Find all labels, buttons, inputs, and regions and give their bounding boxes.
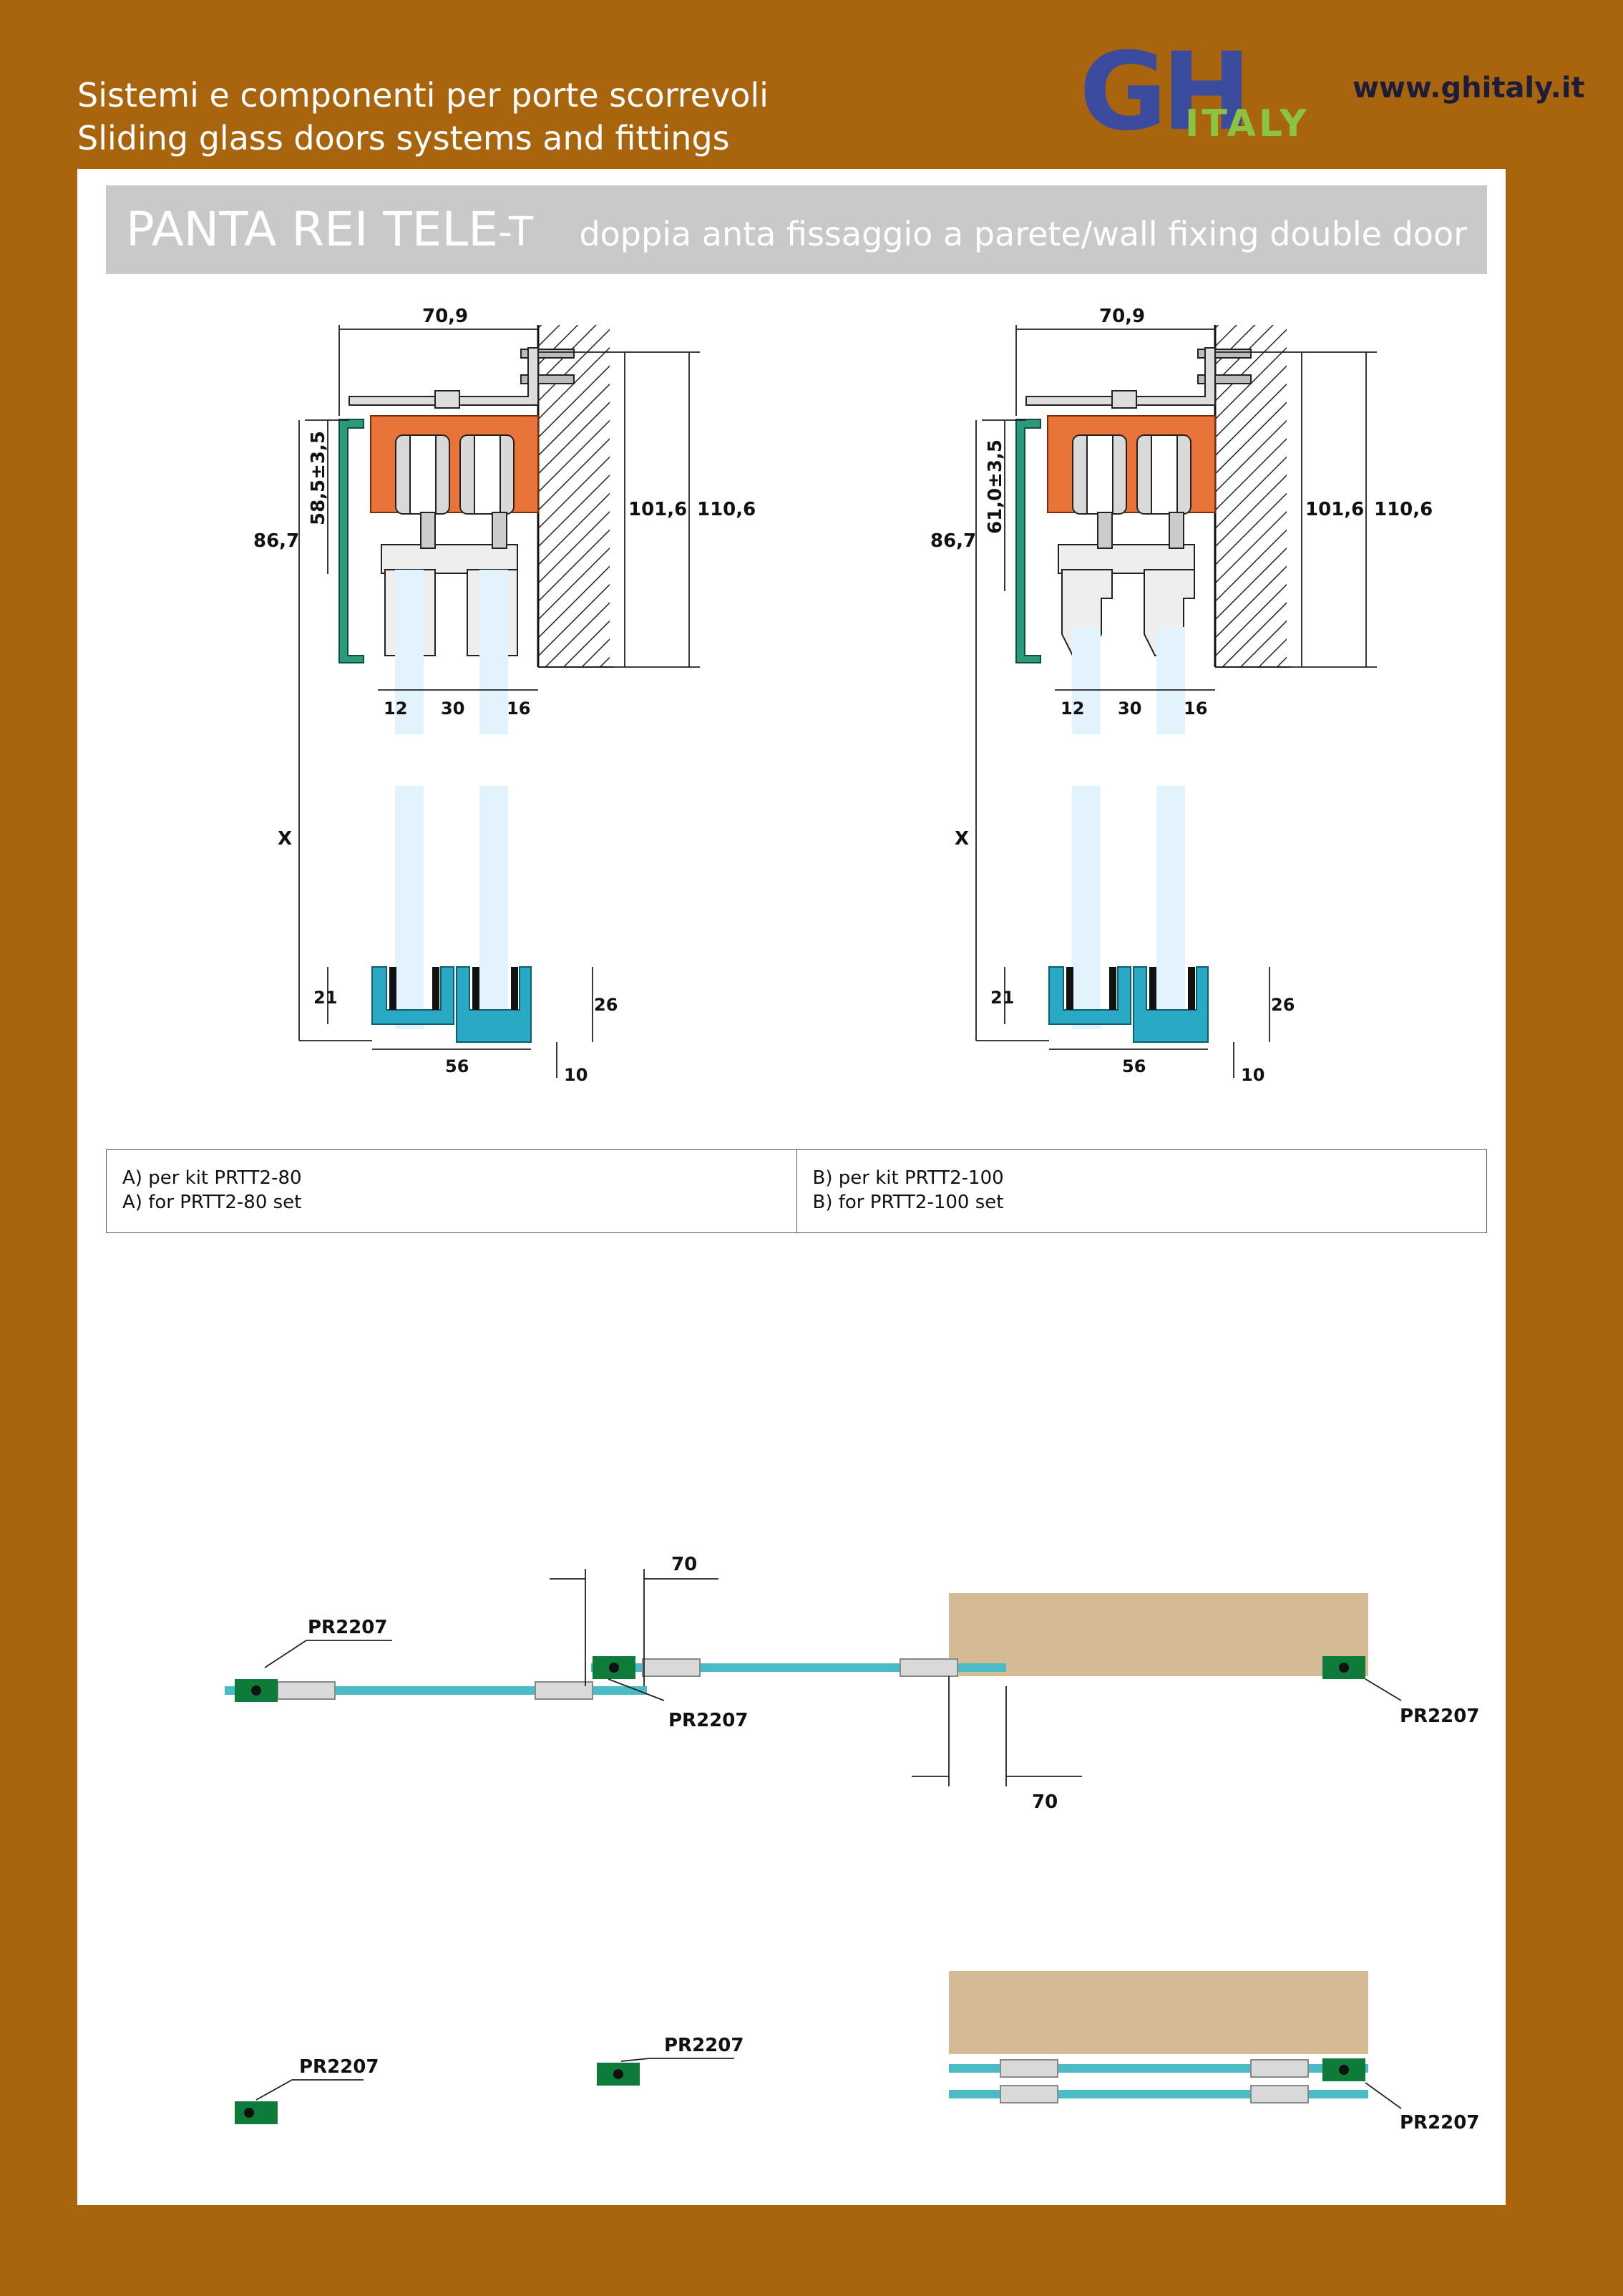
kit-a-english: A) for PRTT2-80 set: [122, 1192, 302, 1213]
product-name: PANTA REI TELE: [126, 202, 498, 257]
datasheet: PANTA REI TELE-T doppia anta fissaggio a…: [77, 169, 1506, 2205]
section-b-drawing: 70,9 61,0±3,5 86,7 101,6 110,6 12 30 16 …: [930, 306, 1433, 1085]
kit-table: A) per kit PRTT2-80 A) for PRTT2-80 set …: [106, 1149, 1487, 1233]
wall-bracket: [349, 347, 539, 406]
kit-b-italian: B) per kit PRTT2-100: [812, 1167, 1004, 1189]
kit-b-cell: B) per kit PRTT2-100 B) for PRTT2-100 se…: [796, 1150, 1487, 1232]
plan-view-drawing: PR2207 PR2207 PR2207 70 70 PR2207 PR2207…: [225, 1554, 1479, 2134]
dim-width-top: 70,9: [1099, 306, 1145, 327]
dim-h2: 110,6: [697, 499, 756, 520]
wall-block: [949, 1593, 1368, 1676]
part-label: PR2207: [1400, 1706, 1479, 1727]
part-label: PR2207: [308, 1617, 387, 1638]
glass-panel: [1072, 627, 1101, 734]
dim-floor-2: 26: [594, 995, 618, 1015]
section-a-drawing: 70,9 58,5±3,5 86,7 101,6 110,6 12 30 16 …: [253, 306, 756, 1085]
dim-height-inner: 61,0±3,5: [985, 439, 1006, 534]
website-url[interactable]: www.ghitaly.it: [1352, 72, 1585, 104]
dim-height-side: 86,7: [253, 530, 299, 552]
floor-guide: [371, 966, 532, 1043]
dim-floor-depth: 10: [564, 1065, 588, 1085]
glass-panel: [395, 570, 424, 734]
dim-x: X: [955, 828, 969, 850]
dim-x: X: [278, 828, 292, 850]
kit-a-italian: A) per kit PRTT2-80: [122, 1167, 302, 1189]
wall-bracket: [1025, 347, 1216, 406]
dim-height-side: 86,7: [930, 530, 976, 552]
dim-gap-2: 30: [441, 699, 464, 719]
dim-offset-1: 70: [671, 1554, 697, 1575]
product-suffix: -T: [497, 209, 534, 256]
glass-panel: [1072, 786, 1101, 1029]
dim-offset-2: 70: [1032, 1791, 1058, 1813]
glass-panel: [479, 786, 508, 1029]
logo-word: ITALY: [1185, 102, 1310, 140]
dim-floor-width: 56: [1122, 1056, 1146, 1076]
tagline-english: Sliding glass doors systems and fittings: [77, 119, 730, 157]
dim-width-top: 70,9: [422, 306, 468, 327]
dim-h1: 101,6: [628, 499, 687, 520]
dim-gap-1: 12: [384, 699, 407, 719]
dim-h2: 110,6: [1374, 499, 1433, 520]
dim-floor-2: 26: [1271, 995, 1295, 1015]
stopper-block: [235, 1656, 1365, 1702]
part-label: PR2207: [664, 2035, 744, 2056]
gh-italy-logo: GH ITALY: [1079, 43, 1310, 140]
dim-gap-3: 16: [1184, 699, 1207, 719]
dim-gap-3: 16: [507, 699, 530, 719]
glass-panel: [479, 570, 508, 734]
roller-carriage: [1000, 2059, 1309, 2103]
dim-height-inner: 58,5±3,5: [308, 431, 329, 525]
glass-panel: [395, 786, 424, 1029]
dim-gap-2: 30: [1118, 699, 1141, 719]
roller-carriage: [277, 1658, 958, 1700]
glass-panel: [1156, 786, 1185, 1029]
product-subtitle: doppia anta fissaggio a parete/wall fixi…: [579, 215, 1467, 253]
kit-b-english: B) for PRTT2-100 set: [812, 1192, 1004, 1213]
dim-floor-depth: 10: [1241, 1065, 1264, 1085]
floor-guide: [1048, 966, 1209, 1043]
dim-gap-1: 12: [1061, 699, 1084, 719]
wall-block: [949, 1971, 1368, 2054]
part-label: PR2207: [1400, 2112, 1479, 2134]
part-label: PR2207: [668, 1710, 748, 1731]
hanger-clamp: [1058, 544, 1195, 574]
dim-floor-1: 21: [313, 988, 337, 1008]
title-bar: PANTA REI TELE-T doppia anta fissaggio a…: [106, 185, 1487, 274]
dim-floor-1: 21: [990, 988, 1014, 1008]
cover-profile: [338, 419, 364, 663]
tagline-italian: Sistemi e componenti per porte scorrevol…: [77, 76, 769, 115]
dim-floor-width: 56: [445, 1056, 469, 1076]
product-title: PANTA REI TELE-T: [126, 201, 533, 261]
cover-profile: [1015, 419, 1041, 663]
logo-letters: GH: [1079, 43, 1246, 140]
dim-h1: 101,6: [1305, 499, 1364, 520]
glass-panel: [1156, 627, 1185, 734]
hanger-clamp: [381, 544, 518, 574]
kit-a-cell: A) per kit PRTT2-80 A) for PRTT2-80 set: [107, 1150, 796, 1232]
part-label: PR2207: [299, 2056, 379, 2078]
